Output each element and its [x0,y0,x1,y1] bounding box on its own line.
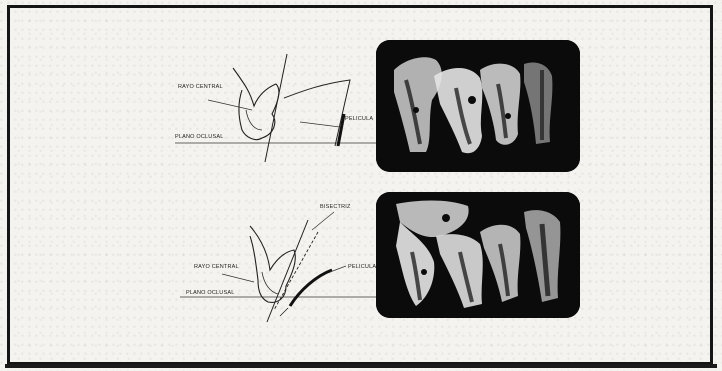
occlusal-plane-label-bottom: PLANO OCLUSAL [186,290,218,296]
film-label-bottom: PELICULA [348,264,376,270]
bottom-technique-diagram: RAYO CENTRAL BISECTRIZ PELICULA PLANO OC… [150,190,380,320]
page-border-bottom [5,364,717,368]
central-ray-label-bottom: RAYO CENTRAL [194,264,228,270]
central-ray-label: RAYO CENTRAL [178,84,216,90]
occlusal-plane-label: PLANO OCLUSAL [175,134,207,140]
top-diagram-drawing [150,30,380,160]
top-radiograph [376,40,580,172]
film-label: PELICULA [345,116,373,122]
top-technique-diagram: RAYO CENTRAL PELICULA PLANO OCLUSAL [150,30,380,160]
dental-radiography-figure: RAYO CENTRAL PELICULA PLANO OCLUSAL [150,30,590,320]
top-radiograph-image [376,40,580,172]
bisector-label: BISECTRIZ [320,204,351,210]
bottom-radiograph-image [376,192,580,318]
bottom-radiograph [376,192,580,318]
